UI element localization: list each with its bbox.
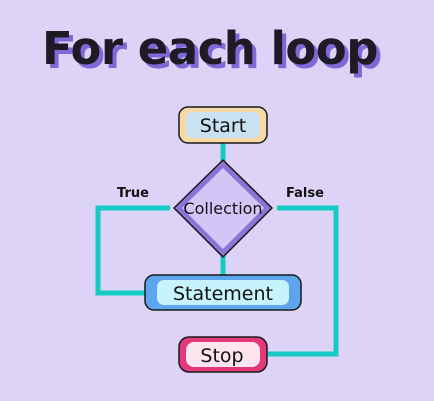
branch-false-label: False <box>286 186 324 201</box>
start-node: Start <box>178 106 268 144</box>
condition-label: Collection <box>183 199 262 218</box>
start-label: Start <box>200 115 246 137</box>
connectors <box>95 143 339 357</box>
connector-false-branch <box>268 205 339 357</box>
statement-label: Statement <box>173 283 273 305</box>
statement-node: Statement <box>144 274 302 311</box>
stop-node: Stop <box>178 336 268 373</box>
branch-true-label: True <box>117 186 149 201</box>
connector-true-loop <box>95 205 170 296</box>
stop-label: Stop <box>200 345 243 367</box>
diagram-title: For each loop <box>42 22 378 75</box>
condition-node: Collection <box>173 159 273 258</box>
